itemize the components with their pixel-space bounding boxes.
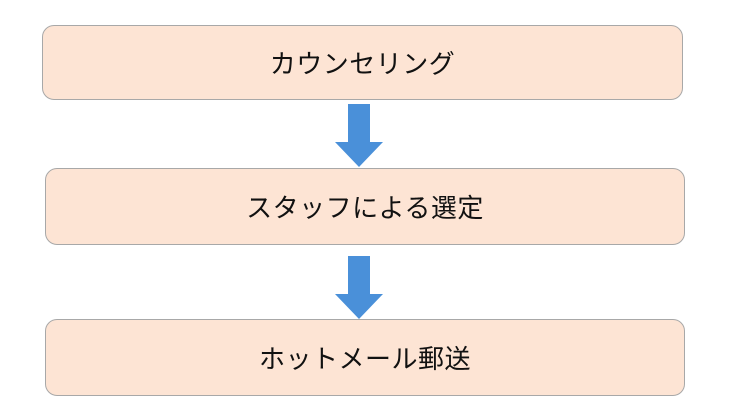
arrow-down-icon bbox=[335, 256, 383, 319]
flow-step-counseling: カウンセリング bbox=[42, 25, 683, 100]
flow-step-staff-selection: スタッフによる選定 bbox=[45, 168, 685, 245]
flow-step-hotmail-mailing: ホットメール郵送 bbox=[45, 319, 685, 396]
arrow-down-icon bbox=[335, 104, 383, 167]
flow-step-label: カウンセリング bbox=[269, 50, 456, 80]
flow-step-label: ホットメール郵送 bbox=[258, 345, 471, 375]
flow-step-label: スタッフによる選定 bbox=[246, 194, 484, 224]
